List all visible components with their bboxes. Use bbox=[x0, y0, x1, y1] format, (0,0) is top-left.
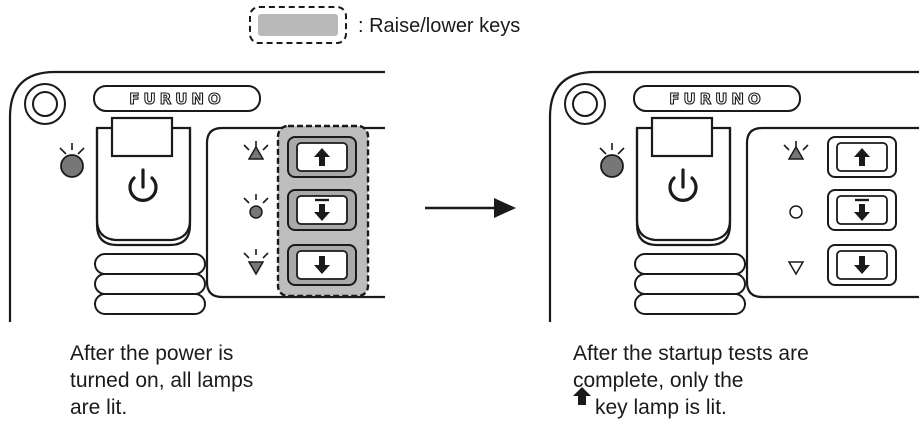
mount-ring-icon bbox=[564, 83, 606, 125]
legend-swatch bbox=[249, 6, 347, 44]
caption-line: After the power is bbox=[70, 342, 234, 365]
device-outline bbox=[8, 70, 385, 322]
caption-line: After the startup tests are bbox=[573, 342, 809, 365]
vent-slots bbox=[94, 253, 206, 315]
furuno-logo: FURUNO bbox=[93, 85, 261, 112]
legend-label: : Raise/lower keys bbox=[358, 15, 521, 37]
logo-text: FURUNO bbox=[129, 90, 224, 108]
lamp-middle bbox=[243, 193, 269, 219]
lower-key-2[interactable] bbox=[287, 244, 357, 286]
caption-line: are lit. bbox=[70, 396, 128, 419]
power-lamp bbox=[59, 143, 85, 178]
power-key[interactable] bbox=[635, 116, 732, 247]
furuno-logo: FURUNO bbox=[633, 85, 801, 112]
caption-before: After the power is turned on, all lamps … bbox=[70, 340, 253, 421]
caption-after: After the startup tests are complete, on… bbox=[573, 340, 809, 421]
device-outline bbox=[548, 70, 919, 322]
lamp-lower bbox=[787, 261, 805, 276]
raise-key[interactable] bbox=[287, 136, 357, 178]
lamp-raise bbox=[783, 140, 809, 160]
power-key[interactable] bbox=[95, 116, 192, 247]
vent-slots bbox=[634, 253, 746, 315]
lower-key-2[interactable] bbox=[827, 244, 897, 286]
raise-key[interactable] bbox=[827, 136, 897, 178]
power-lamp bbox=[599, 143, 625, 178]
caption-line: turned on, all lamps bbox=[70, 369, 254, 392]
lower-key[interactable] bbox=[827, 189, 897, 231]
transition-arrow bbox=[425, 198, 516, 218]
caption-line: complete, only the bbox=[573, 369, 744, 392]
panel-after: FURUNO bbox=[548, 70, 919, 322]
key-panel bbox=[745, 126, 919, 299]
lamp-middle bbox=[789, 205, 803, 219]
mount-ring-icon bbox=[24, 83, 66, 125]
logo-text: FURUNO bbox=[669, 90, 764, 108]
lamp-raise bbox=[243, 140, 269, 160]
key-panel bbox=[205, 126, 385, 299]
panel-before: FURUNO bbox=[8, 70, 385, 322]
caption-line: key lamp is lit. bbox=[595, 396, 727, 419]
lamp-lower bbox=[243, 248, 269, 276]
inline-arrow-up-icon bbox=[573, 387, 591, 405]
lower-key[interactable] bbox=[287, 189, 357, 231]
